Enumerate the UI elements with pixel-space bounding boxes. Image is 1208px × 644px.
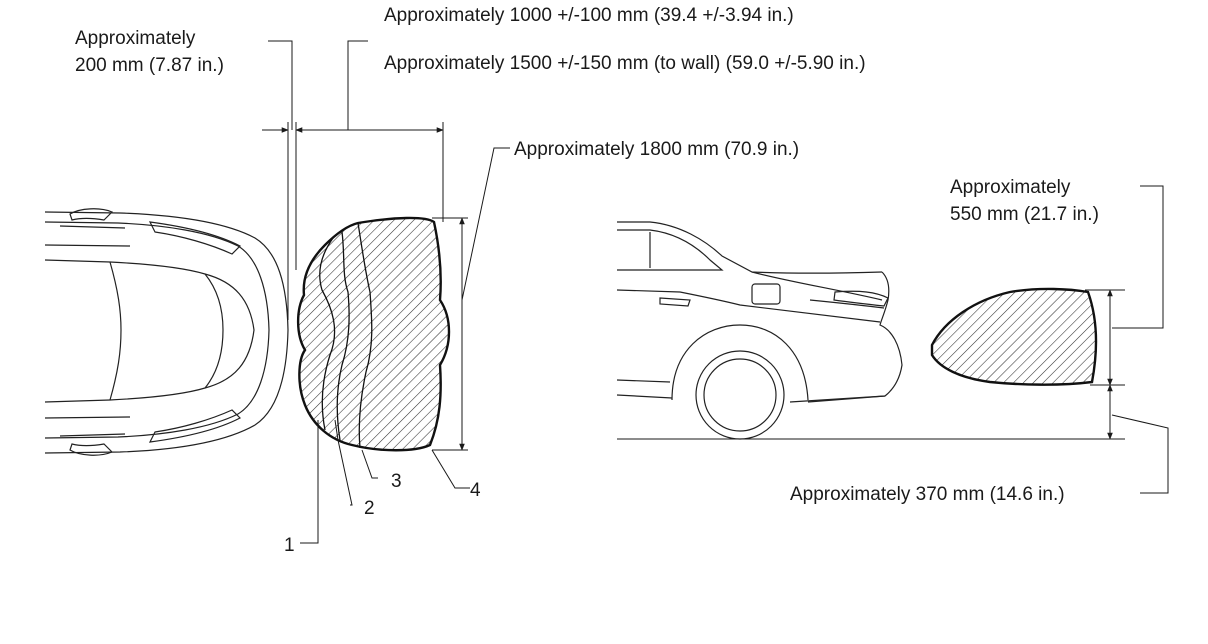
ground-clearance-label: Approximately 370 mm (14.6 in.) [790, 484, 1065, 505]
wall-distance-label: Approximately 1500 +/-150 mm (to wall) (… [384, 53, 866, 74]
callout-3: 3 [391, 471, 402, 492]
target-width-label: Approximately 1800 mm (70.9 in.) [514, 139, 799, 160]
callout-2: 2 [364, 498, 375, 519]
callout-leaders [300, 419, 470, 544]
lateral-distance-label-line1: Approximately [75, 28, 196, 49]
target-height-label-line1: Approximately [950, 177, 1071, 198]
callout-1: 1 [284, 535, 295, 556]
callout-4: 4 [470, 480, 481, 501]
target-side-view [930, 287, 1098, 386]
zone-3-boundary [357, 222, 373, 449]
zone-2-boundary [336, 231, 350, 441]
vehicle-side-view [616, 221, 903, 440]
target-distance-label: Approximately 1000 +/-100 mm (39.4 +/-3.… [384, 5, 794, 26]
vehicle-top-view [44, 208, 289, 456]
target-top-view [296, 216, 451, 452]
zone-1-boundary [319, 237, 336, 431]
lateral-distance-label-line2: 200 mm (7.87 in.) [75, 55, 224, 76]
target-height-label-line2: 550 mm (21.7 in.) [950, 204, 1099, 225]
top-view-dimension-lines [262, 40, 510, 451]
side-view-dimension-lines [1085, 185, 1169, 494]
